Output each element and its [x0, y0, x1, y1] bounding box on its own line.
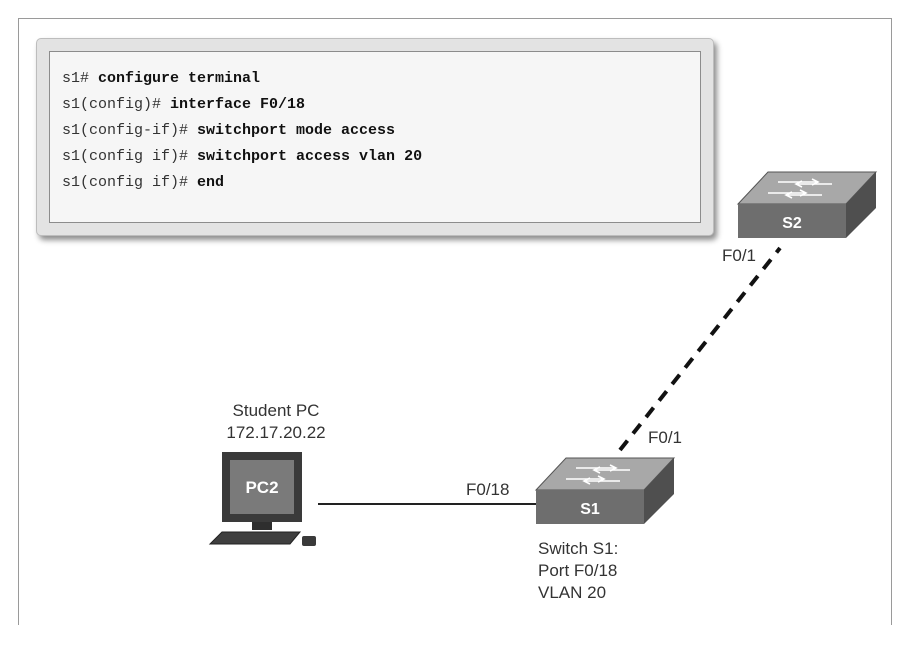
- switch-name: Switch S1:: [538, 539, 619, 558]
- pc-name: Student PC: [232, 401, 320, 420]
- pc-mouse: [302, 536, 316, 546]
- switch-side: [846, 172, 876, 238]
- switch-arrows-icon: [566, 464, 630, 485]
- trunk-link-s1-s2: [618, 246, 782, 452]
- switch-port: Port F0/18: [538, 561, 618, 580]
- pc2-label: PC2: [245, 478, 278, 497]
- s2-label: S2: [782, 215, 802, 232]
- cli-command: interface F0/18: [170, 96, 306, 113]
- cli-line: s1(config)# interface F0/18: [62, 92, 700, 118]
- cli-command: end: [197, 174, 225, 191]
- pc-stand: [252, 522, 272, 530]
- cli-command: switchport access vlan 20: [197, 148, 423, 165]
- cli-line: s1(config-if)# switchport mode access: [62, 118, 700, 144]
- switch-arrows-icon: [768, 178, 832, 199]
- pc-screen: [230, 460, 294, 514]
- switch-s1-caption: Switch S1: Port F0/18 VLAN 20: [538, 538, 618, 604]
- cli-line: s1(config if)# switchport access vlan 20: [62, 144, 700, 170]
- pc2-computer-icon: [208, 452, 316, 546]
- switch-side: [644, 458, 674, 524]
- switch-s1: [534, 457, 676, 524]
- cli-line: s1# configure terminal: [62, 66, 700, 92]
- cli-prompt: s1#: [62, 70, 99, 87]
- cli-prompt: s1(config if)#: [62, 148, 198, 165]
- cli-command: switchport mode access: [197, 122, 396, 139]
- cli-prompt: s1(config-if)#: [62, 122, 198, 139]
- cli-prompt: s1(config if)#: [62, 174, 198, 191]
- cli-line: s1(config if)# end: [62, 170, 700, 196]
- cli-command: configure terminal: [98, 70, 261, 87]
- port-label-s1-f018: F0/18: [466, 480, 510, 499]
- cli-prompt: s1(config)#: [62, 96, 171, 113]
- switch-front: [536, 490, 644, 524]
- switch-front: [738, 204, 846, 238]
- cli-config-panel: s1# configure terminal s1(config)# inter…: [36, 38, 714, 236]
- switch-s2: [736, 171, 878, 238]
- pc-name-label: Student PC 172.17.20.22: [204, 400, 348, 444]
- switch-vlan: VLAN 20: [538, 583, 607, 602]
- pc-keyboard: [208, 531, 302, 545]
- port-label-s2-f01: F0/1: [722, 246, 757, 265]
- s1-label: S1: [580, 501, 600, 518]
- pc-ip-address: 172.17.20.22: [226, 423, 326, 442]
- port-label-s1-f01: F0/1: [648, 428, 683, 447]
- cli-terminal: s1# configure terminal s1(config)# inter…: [49, 51, 701, 223]
